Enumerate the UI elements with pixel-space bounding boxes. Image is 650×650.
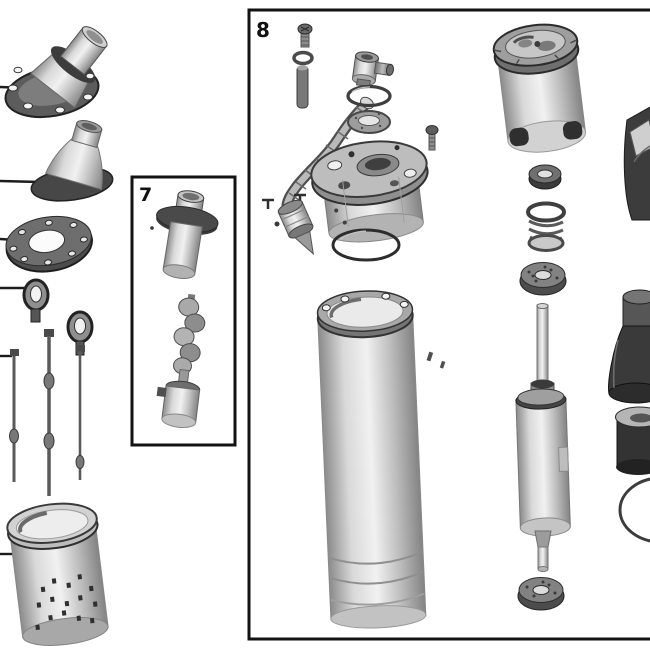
sleeve-screws	[426, 351, 446, 369]
helical-rotor	[156, 293, 206, 429]
dowel-pin	[296, 65, 309, 109]
eye-bolt-1	[0, 278, 50, 323]
bearing-lower	[517, 577, 565, 611]
tie-rod-1	[0, 349, 19, 482]
lip-seal	[528, 164, 562, 190]
vent-screw	[297, 23, 313, 48]
strainer-basket	[0, 502, 109, 646]
group-8-label: 8	[256, 18, 270, 42]
o-ring-cutoff	[618, 477, 650, 543]
spring-seal	[526, 201, 566, 252]
o-ring-medium	[346, 84, 392, 108]
bearing-housing	[615, 406, 650, 475]
mounting-flange-ring	[0, 215, 93, 273]
end-bell	[608, 289, 650, 404]
group-8-box	[247, 8, 650, 641]
well-seal-assembly	[0, 26, 108, 119]
o-ring-large	[331, 228, 401, 262]
small-washer	[292, 50, 314, 66]
cone-bushing	[0, 120, 114, 202]
tie-rod-3	[75, 345, 85, 480]
check-valve	[262, 193, 314, 256]
shaft-stub	[534, 530, 552, 572]
group-7-label: 7	[139, 184, 152, 206]
coupling-adapter	[150, 190, 219, 279]
seal-washer	[347, 110, 391, 134]
elbow-connector	[351, 51, 395, 88]
motor-shell-fragment	[623, 106, 650, 221]
pump-sleeve	[316, 290, 427, 629]
rotor	[515, 388, 571, 537]
motor-canister	[492, 23, 587, 153]
tie-rod-2	[43, 329, 55, 496]
bearing-upper	[519, 262, 567, 296]
flange-screw	[425, 125, 439, 151]
discharge-head	[310, 140, 429, 243]
